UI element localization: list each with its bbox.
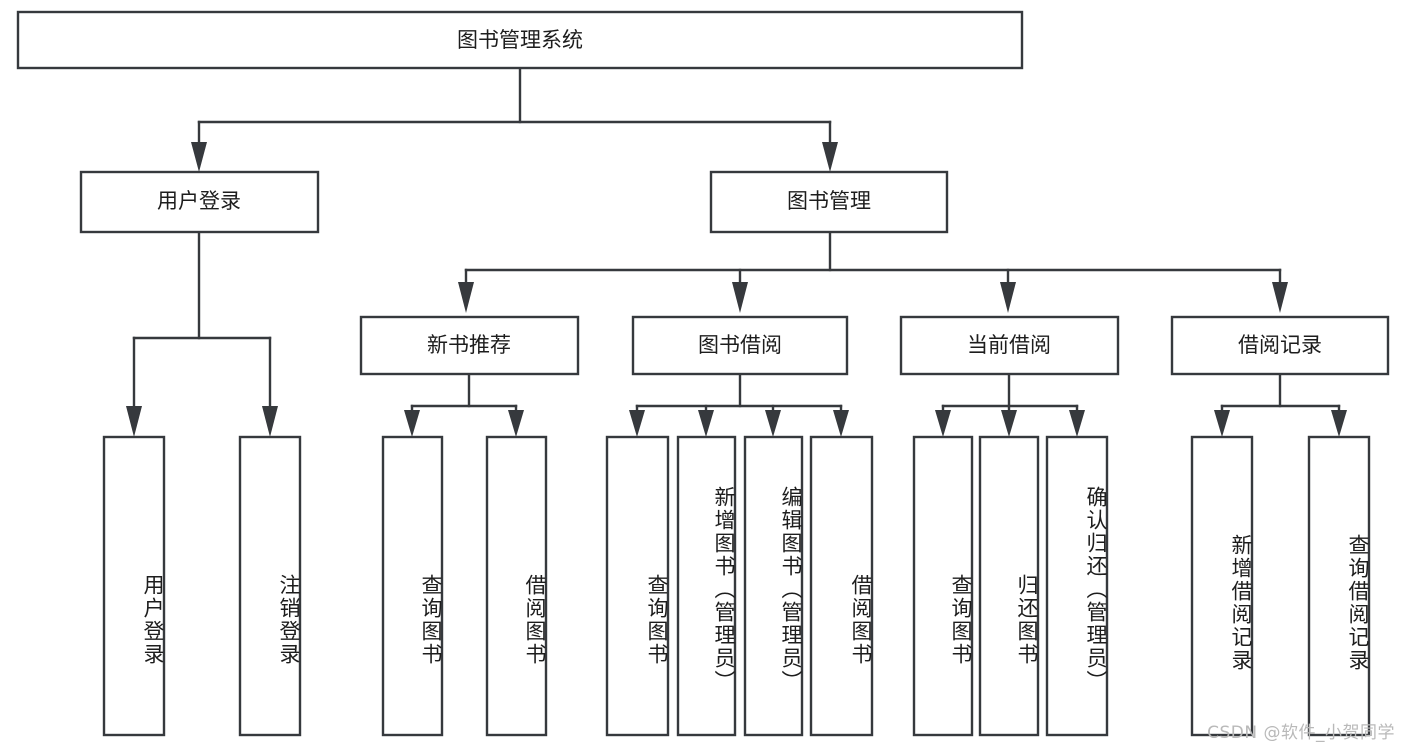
node-leaf-borrow-book-1-box[interactable]: [485, 435, 548, 737]
node-book-manage-label: 图书管理: [787, 189, 871, 213]
arrow-head-current-borrow: [1000, 282, 1016, 313]
node-borrow-record-box[interactable]: [1170, 315, 1390, 376]
arrow-head-leaf-query-record: [1331, 410, 1347, 437]
arrow-head-book-borrow: [732, 282, 748, 313]
csdn-watermark: CSDN @软件_小贺同学: [1207, 723, 1395, 743]
arrow-head-leaf-add-record: [1214, 410, 1230, 437]
arrow-head-borrow-record: [1272, 282, 1288, 313]
node-user-login-box[interactable]: [79, 170, 320, 234]
node-book-manage-box[interactable]: [709, 170, 949, 234]
arrow-head-leaf-borrow-book-1: [508, 410, 524, 437]
arrow-head-leaf-return-book: [1001, 410, 1017, 437]
node-current-borrow-label: 当前借阅: [967, 333, 1051, 357]
node-book-borrow-box[interactable]: [631, 315, 849, 376]
node-leaf-add-record-box[interactable]: [1190, 435, 1254, 737]
node-leaf-query-record-box[interactable]: [1307, 435, 1371, 737]
arrow-head-leaf-borrow-book-2: [833, 410, 849, 437]
arrow-head-leaf-query-book-3: [935, 410, 951, 437]
node-borrow-record-label: 借阅记录: [1238, 333, 1322, 357]
node-user-login-label: 用户登录: [157, 189, 241, 213]
arrow-head-leaf-confirm-return: [1069, 410, 1085, 437]
node-leaf-user-login-box[interactable]: [102, 435, 166, 737]
arrow-head-book-manage: [822, 142, 838, 172]
node-leaf-add-book-box[interactable]: [676, 435, 737, 737]
node-leaf-return-book-box[interactable]: [978, 435, 1040, 737]
arrow-head-leaf-logout-login: [262, 406, 278, 437]
node-leaf-borrow-book-2-box[interactable]: [809, 435, 874, 737]
node-root-box[interactable]: [16, 10, 1024, 70]
node-root-label: 图书管理系统: [457, 28, 583, 52]
node-leaf-query-book-1-box[interactable]: [381, 435, 444, 737]
arrow-head-leaf-add-book: [698, 410, 714, 437]
arrow-head-user-login: [191, 142, 207, 172]
arrow-head-leaf-edit-book: [765, 410, 781, 437]
node-book-borrow-label: 图书借阅: [698, 333, 782, 357]
node-new-book-recommend-box[interactable]: [359, 315, 580, 376]
node-leaf-confirm-return-box[interactable]: [1045, 435, 1109, 737]
node-current-borrow-box[interactable]: [899, 315, 1120, 376]
arrow-head-leaf-user-login: [126, 406, 142, 437]
arrow-head-leaf-query-book-1: [404, 410, 420, 437]
node-new-book-recommend-label: 新书推荐: [427, 333, 511, 357]
edges-layer: [126, 66, 1347, 437]
arrow-head-leaf-query-book-2: [629, 410, 645, 437]
node-leaf-query-book-2-box[interactable]: [605, 435, 670, 737]
node-leaf-edit-book-box[interactable]: [743, 435, 804, 737]
node-leaf-logout-login-box[interactable]: [238, 435, 302, 737]
arrow-head-new-book-recommend: [458, 282, 474, 313]
nodes-layer: 图书管理系统 用户登录 图书管理 新书推荐 图书借阅 当前借阅 借阅记录: [16, 10, 1390, 737]
node-leaf-query-book-3-box[interactable]: [912, 435, 974, 737]
